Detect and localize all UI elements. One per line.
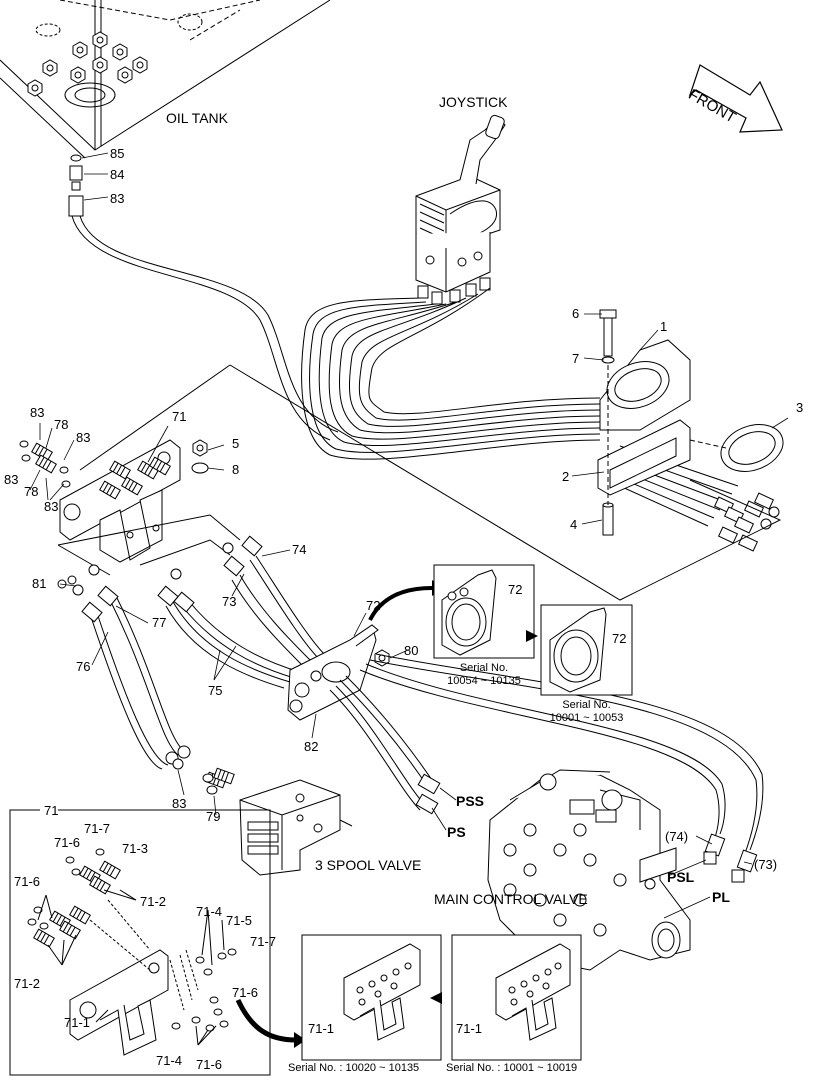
front-arrow bbox=[688, 64, 783, 133]
part-79: 79 bbox=[206, 809, 221, 824]
tank-fittings bbox=[68, 154, 84, 217]
assembly-outline-lines bbox=[79, 364, 782, 601]
part-5: 5 bbox=[232, 436, 240, 451]
detail-71-box bbox=[9, 809, 271, 1076]
detail-71-4-top: 71-4 bbox=[196, 904, 223, 919]
part-1: 1 bbox=[660, 319, 668, 334]
part-80: 80 bbox=[404, 643, 419, 658]
hose-end-fittings bbox=[57, 535, 263, 770]
inset-b-serial: Serial No. 10001 ~ 10053 bbox=[549, 699, 624, 725]
label-joystick: JOYSTICK bbox=[439, 94, 508, 110]
part-75: 75 bbox=[208, 683, 223, 698]
part-8: 8 bbox=[232, 462, 240, 477]
joystick-hose-bundle bbox=[301, 287, 601, 460]
inset-a-serial: Serial No. 10054 ~ 10135 bbox=[447, 662, 521, 688]
bundle-right-fittings bbox=[713, 492, 780, 552]
detail-71-7-top: 71-7 bbox=[84, 821, 111, 836]
detail-71-6-left: 71-6 bbox=[14, 874, 41, 889]
detail-71-3: 71-3 bbox=[122, 841, 149, 856]
part-83-right-bottom: 83 bbox=[44, 499, 59, 514]
three-spool-valve bbox=[202, 767, 353, 876]
detail-71-6-top: 71-6 bbox=[54, 835, 81, 850]
detail-71-leaders bbox=[89, 899, 199, 1011]
plate-inset-arrow bbox=[235, 998, 297, 1043]
part-83-left-top: 83 bbox=[30, 405, 45, 420]
part-83-right-top: 83 bbox=[76, 430, 91, 445]
detail-71-7-right: 71-7 bbox=[250, 934, 277, 949]
port-ps: PS bbox=[447, 824, 466, 840]
main-control-valve bbox=[487, 769, 691, 971]
detail-71-5: 71-5 bbox=[226, 913, 253, 928]
label-main-control-valve: MAIN CONTROL VALVE bbox=[434, 891, 588, 907]
bracket-dashed-leaders bbox=[607, 365, 727, 505]
part-73: 73 bbox=[222, 594, 237, 609]
mcv-hose-ends bbox=[415, 773, 758, 883]
inset-plate-a-serial: Serial No. : 10020 ~ 10135 bbox=[288, 1062, 420, 1074]
part-83-tank: 83 bbox=[110, 191, 125, 206]
joystick bbox=[415, 114, 506, 305]
detail-71-header: 71 bbox=[44, 803, 59, 818]
part-85: 85 bbox=[110, 146, 125, 161]
inset-plate-b-serial: Serial No. : 10001 ~ 10019 bbox=[446, 1062, 578, 1074]
part-4: 4 bbox=[570, 517, 578, 532]
part-72-main: 72 bbox=[366, 598, 381, 613]
part-78-bottom: 78 bbox=[24, 484, 39, 499]
port-psl: PSL bbox=[667, 869, 695, 885]
label-oil-tank: OIL TANK bbox=[166, 110, 228, 126]
port-pl: PL bbox=[712, 889, 730, 905]
part-76: 76 bbox=[76, 659, 91, 674]
detail-71-drawing bbox=[27, 848, 237, 1056]
detail-71-4-bottom: 71-4 bbox=[156, 1053, 183, 1068]
inset-a-part-72: 72 bbox=[508, 582, 523, 597]
inset-plate-b-part: 71-1 bbox=[456, 1021, 483, 1036]
part-82: 82 bbox=[304, 739, 319, 754]
detail-71-1: 71-1 bbox=[64, 1015, 91, 1030]
part-84: 84 bbox=[110, 167, 125, 182]
inset-plate-a-part: 71-1 bbox=[308, 1021, 335, 1036]
part-74: 74 bbox=[292, 542, 307, 557]
inset-bracket-drawings bbox=[441, 569, 607, 693]
detail-71-6-bottom: 71-6 bbox=[196, 1057, 223, 1072]
part-7: 7 bbox=[572, 351, 580, 366]
bracket-assembly bbox=[597, 309, 784, 536]
part-2: 2 bbox=[562, 469, 570, 484]
detail-71-6-right: 71-6 bbox=[232, 985, 259, 1000]
part-77: 77 bbox=[152, 615, 167, 630]
part-81: 81 bbox=[32, 576, 47, 591]
port-pss: PSS bbox=[456, 793, 485, 809]
part-3: 3 bbox=[796, 400, 804, 415]
detail-71-callouts bbox=[37, 889, 225, 1046]
tank-hose bbox=[71, 215, 339, 441]
part-83-left-bottom: 83 bbox=[4, 472, 19, 487]
manifold-plate bbox=[59, 439, 181, 563]
inset-plate-drawings bbox=[343, 943, 571, 1041]
leader-lines bbox=[29, 152, 789, 919]
detail-71-2-right: 71-2 bbox=[140, 894, 167, 909]
detail-71-2-left: 71-2 bbox=[14, 976, 41, 991]
part-6: 6 bbox=[572, 306, 580, 321]
hoses-73-77 bbox=[89, 555, 327, 770]
inset-b-part-72: 72 bbox=[612, 631, 627, 646]
oil-tank bbox=[0, 0, 331, 159]
bracket-inset-arrow bbox=[368, 586, 433, 621]
part-83-spool: 83 bbox=[172, 796, 187, 811]
part-78-top: 78 bbox=[54, 417, 69, 432]
inset-plate-arrow bbox=[430, 992, 442, 1004]
label-three-spool-valve: 3 SPOOL VALVE bbox=[315, 857, 422, 873]
inset-bracket-arrow bbox=[526, 630, 538, 642]
part-74-ref: (74) bbox=[665, 829, 689, 844]
part-73-ref: (73) bbox=[754, 857, 778, 872]
part-71: 71 bbox=[172, 409, 187, 424]
